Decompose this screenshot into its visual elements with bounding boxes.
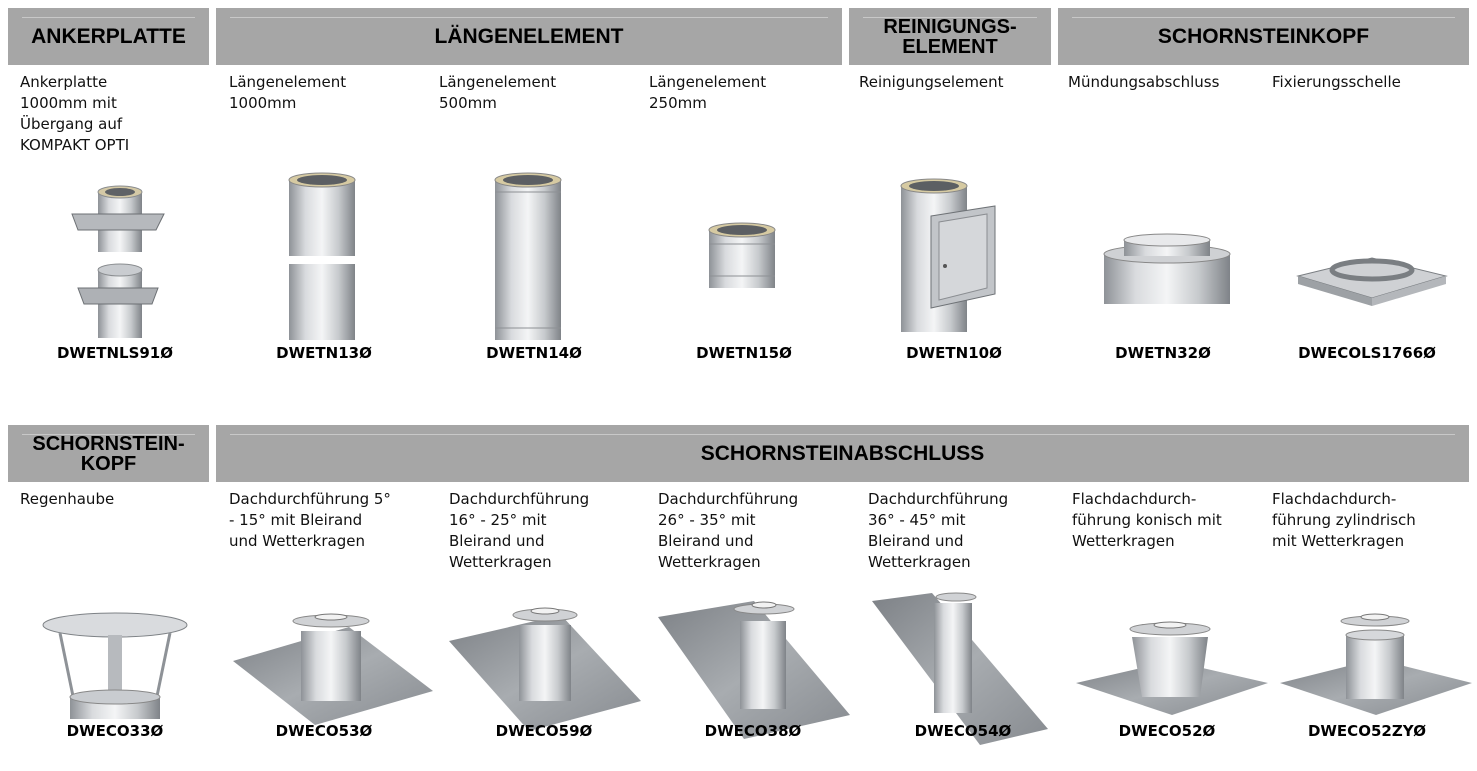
header-schornsteinabschluss: SCHORNSTEINABSCHLUSS xyxy=(216,425,1469,482)
roof-penetration-36-45-icon xyxy=(872,592,1048,745)
header-label: SCHORNSTEINABSCHLUSS xyxy=(700,442,985,465)
product-code: DWECO54Ø xyxy=(914,722,1012,740)
product-flachdach-zylindrisch[interactable]: Flachdachdurch- führung zylindrisch mit … xyxy=(1272,489,1477,771)
roof-penetration-26-35-icon xyxy=(658,601,850,739)
product-laengenelement-250[interactable]: Längenelement 250mm DWETN15Ø xyxy=(649,72,854,372)
product-name: Längenelement 500mm xyxy=(439,73,557,112)
product-ankerplatte[interactable]: Ankerplatte 1000mm mit Übergang auf KOMP… xyxy=(20,72,225,372)
cleaning-element-icon xyxy=(900,178,996,332)
product-code: DWECO38Ø xyxy=(704,722,802,740)
header-schornsteinkopf-2: SCHORNSTEIN- KOPF xyxy=(8,425,209,482)
product-name: Regenhaube xyxy=(20,490,115,508)
product-dachdurchfuehrung-36-45[interactable]: Dachdurchführung 36° - 45° mit Bleirand … xyxy=(868,489,1073,771)
product-muendungsabschluss[interactable]: Mündungsabschluss DWETN32Ø xyxy=(1068,72,1273,372)
product-fixierungsschelle[interactable]: Fixierungsschelle DWECOLS1766Ø xyxy=(1272,72,1477,372)
fixing-clamp-icon xyxy=(1296,257,1448,306)
header-reinigungselement: REINIGUNGS- ELEMENT xyxy=(849,8,1051,65)
product-code: DWECO59Ø xyxy=(495,722,593,740)
product-flachdach-konisch[interactable]: Flachdachdurch- führung konisch mit Wett… xyxy=(1072,489,1277,771)
product-name: Längenelement 250mm xyxy=(649,73,767,112)
anchor-plate-pipe-icon xyxy=(71,185,165,338)
product-code: DWETN13Ø xyxy=(276,344,372,362)
header-label: LÄNGENELEMENT xyxy=(434,25,624,48)
product-code: DWECO33Ø xyxy=(66,722,164,740)
product-name: Dachdurchführung 16° - 25° mit Bleirand … xyxy=(449,490,590,571)
product-name: Dachdurchführung 26° - 35° mit Bleirand … xyxy=(658,490,799,571)
rain-cap-icon xyxy=(42,612,188,719)
product-code: DWECO52ZYØ xyxy=(1307,722,1427,740)
product-code: DWETNLS91Ø xyxy=(56,344,173,362)
header-label: REINIGUNGS- ELEMENT xyxy=(883,15,1017,58)
pipe-1000mm-icon xyxy=(288,172,356,340)
product-dachdurchfuehrung-5-15[interactable]: Dachdurchführung 5° - 15° mit Bleirand u… xyxy=(229,489,434,771)
product-dachdurchfuehrung-26-35[interactable]: Dachdurchführung 26° - 35° mit Bleirand … xyxy=(658,489,863,771)
product-laengenelement-1000[interactable]: Längenelement 1000mm DWETN13Ø xyxy=(229,72,434,372)
product-name: Dachdurchführung 36° - 45° mit Bleirand … xyxy=(868,490,1009,571)
product-code: DWETN15Ø xyxy=(696,344,792,362)
product-name: Flachdachdurch- führung konisch mit Wett… xyxy=(1072,490,1222,550)
product-name: Fixierungsschelle xyxy=(1272,73,1401,91)
product-regenhaube[interactable]: Regenhaube DWECO33Ø xyxy=(20,489,225,771)
product-laengenelement-500[interactable]: Längenelement 500mm DWETN14Ø xyxy=(439,72,644,372)
product-name: Ankerplatte 1000mm mit Übergang auf KOMP… xyxy=(20,73,130,154)
header-laengenelement: LÄNGENELEMENT xyxy=(216,8,842,65)
header-label: ANKERPLATTE xyxy=(31,25,186,48)
roof-penetration-5-15-icon xyxy=(233,613,433,725)
product-code: DWECO52Ø xyxy=(1118,722,1216,740)
product-code: DWETN10Ø xyxy=(906,344,1002,362)
product-name: Flachdachdurch- führung zylindrisch mit … xyxy=(1272,490,1416,550)
product-code: DWETN14Ø xyxy=(486,344,582,362)
product-code: DWECO53Ø xyxy=(275,722,373,740)
product-code: DWECOLS1766Ø xyxy=(1298,344,1436,362)
mouth-termination-icon xyxy=(1103,233,1231,304)
header-ankerplatte: ANKERPLATTE xyxy=(8,8,209,65)
pipe-500mm-icon xyxy=(494,172,562,340)
product-dachdurchfuehrung-16-25[interactable]: Dachdurchführung 16° - 25° mit Bleirand … xyxy=(449,489,654,771)
header-schornsteinkopf: SCHORNSTEINKOPF xyxy=(1058,8,1469,65)
pipe-250mm-icon xyxy=(708,222,776,288)
header-label: SCHORNSTEIN- KOPF xyxy=(32,432,185,475)
product-name: Dachdurchführung 5° - 15° mit Bleirand u… xyxy=(229,490,391,550)
product-name: Längenelement 1000mm xyxy=(229,73,347,112)
product-name: Mündungsabschluss xyxy=(1068,73,1220,91)
flat-roof-cylindrical-icon xyxy=(1280,613,1472,715)
product-name: Reinigungselement xyxy=(859,73,1004,91)
header-label: SCHORNSTEINKOPF xyxy=(1157,25,1370,48)
product-reinigungselement[interactable]: Reinigungselement DWETN10Ø xyxy=(859,72,1064,372)
roof-penetration-16-25-icon xyxy=(449,607,641,731)
flat-roof-conical-icon xyxy=(1076,621,1268,715)
product-code: DWETN32Ø xyxy=(1115,344,1211,362)
